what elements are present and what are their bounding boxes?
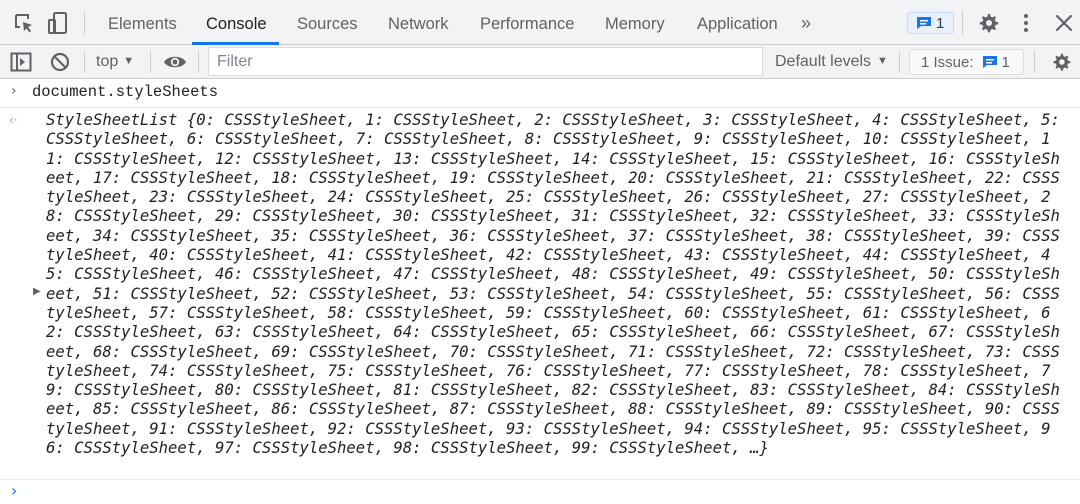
console-command[interactable]: document.styleSheets	[32, 83, 219, 101]
issues-label: 1 Issue:	[921, 53, 974, 71]
tab-sources[interactable]: Sources	[297, 15, 358, 33]
tab-network[interactable]: Network	[388, 15, 449, 33]
issues-button[interactable]: 1 Issue: 1	[909, 49, 1024, 75]
tab-application[interactable]: Application	[697, 15, 778, 33]
context-selector[interactable]: top ▼	[96, 45, 134, 80]
expand-object-triangle-icon[interactable]: ▶	[33, 286, 41, 297]
settings-gear-icon[interactable]	[976, 11, 1000, 35]
dropdown-arrow-icon: ▼	[877, 55, 888, 67]
log-levels-dropdown[interactable]: Default levels ▼	[775, 45, 888, 80]
context-selector-label: top	[96, 53, 119, 70]
log-levels-label: Default levels	[775, 53, 872, 70]
message-divider	[0, 107, 1080, 108]
console-panel[interactable]: › document.styleSheets ‹· ▶ StyleSheetLi…	[0, 79, 1080, 504]
inspect-element-icon[interactable]	[12, 11, 36, 35]
tab-elements[interactable]: Elements	[108, 15, 177, 33]
more-tabs-button[interactable]: »	[801, 13, 812, 33]
message-icon	[917, 17, 931, 29]
device-toolbar-icon[interactable]	[46, 11, 70, 35]
console-prompt-input[interactable]	[32, 483, 1062, 501]
toolbar-divider	[84, 51, 85, 73]
toolbar-divider	[1034, 51, 1035, 73]
console-toolbar: top ▼ Filter Default levels ▼ 1 Issue: 1	[0, 45, 1080, 79]
messages-count: 1	[936, 14, 945, 32]
clear-console-icon[interactable]	[49, 51, 71, 73]
close-devtools-icon[interactable]	[1052, 11, 1076, 35]
tab-performance[interactable]: Performance	[480, 15, 575, 33]
active-tab-indicator	[192, 42, 279, 45]
toolbar-divider	[150, 51, 151, 73]
more-options-icon[interactable]	[1014, 11, 1038, 35]
toolbar-divider	[962, 11, 963, 35]
console-result-object[interactable]: StyleSheetList {0: CSSStyleSheet, 1: CSS…	[46, 111, 1060, 458]
console-settings-gear-icon[interactable]	[1050, 51, 1072, 73]
tab-console[interactable]: Console	[206, 15, 267, 33]
eye-icon[interactable]	[163, 51, 187, 73]
result-chevron-icon: ‹·	[9, 113, 18, 127]
message-divider	[0, 479, 1080, 480]
issue-message-icon	[982, 56, 997, 68]
toolbar-divider	[84, 11, 85, 35]
show-sidebar-icon[interactable]	[10, 51, 32, 73]
devtools-tabbar: Elements Console Sources Network Perform…	[0, 0, 1080, 45]
issues-count: 1	[1001, 53, 1010, 71]
messages-badge-button[interactable]: 1	[907, 12, 954, 34]
filter-input[interactable]: Filter	[208, 47, 763, 76]
input-prompt-chevron-icon: ›	[11, 83, 17, 99]
tab-memory[interactable]: Memory	[605, 15, 665, 33]
dropdown-arrow-icon: ▼	[123, 55, 135, 67]
toolbar-divider	[198, 51, 199, 73]
toolbar-divider	[899, 51, 900, 73]
console-prompt-chevron-icon: ›	[11, 481, 18, 500]
